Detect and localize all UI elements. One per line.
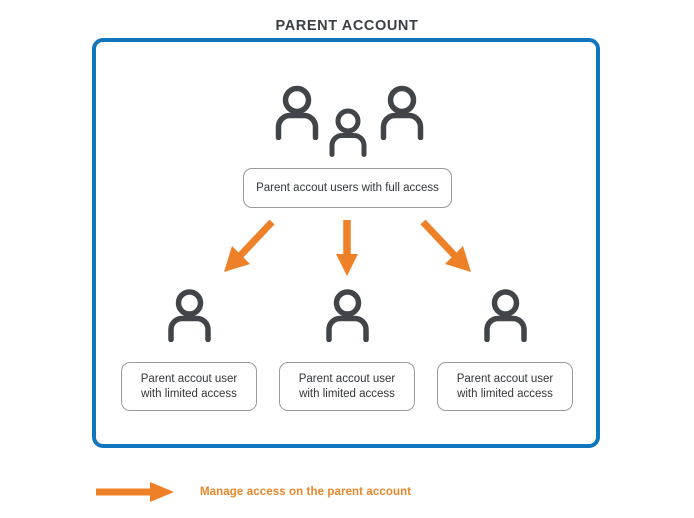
legend: Manage access on the parent account	[92, 478, 552, 506]
limited-access-label-box-3: Parent accout user with limited access	[437, 362, 573, 411]
legend-label: Manage access on the parent account	[200, 486, 412, 498]
person-icon-child-2	[324, 288, 371, 342]
full-access-label-box: Parent accout users with full access	[243, 168, 452, 208]
limited-access-line2-3: with limited access	[457, 387, 553, 400]
limited-access-line1-2: Parent accout user	[298, 372, 396, 385]
limited-access-line2-1: with limited access	[141, 387, 237, 400]
page-title: PARENT ACCOUNT	[275, 18, 419, 34]
person-icon-admin-2	[327, 107, 369, 157]
person-icon-admin-3	[378, 84, 426, 140]
limited-access-label-box-2: Parent accout user with limited access	[279, 362, 415, 411]
limited-access-line1-3: Parent accout user	[456, 372, 554, 385]
full-access-label-text: Parent accout users with full access	[256, 181, 439, 194]
person-icon-child-1	[166, 288, 213, 342]
limited-access-line2-2: with limited access	[299, 387, 395, 400]
person-icon-admin-1	[273, 84, 321, 140]
limited-access-label-box-1: Parent accout user with limited access	[121, 362, 257, 411]
person-icon-child-3	[482, 288, 529, 342]
limited-access-line1-1: Parent accout user	[140, 372, 238, 385]
orange-arrow-icon	[96, 482, 174, 502]
